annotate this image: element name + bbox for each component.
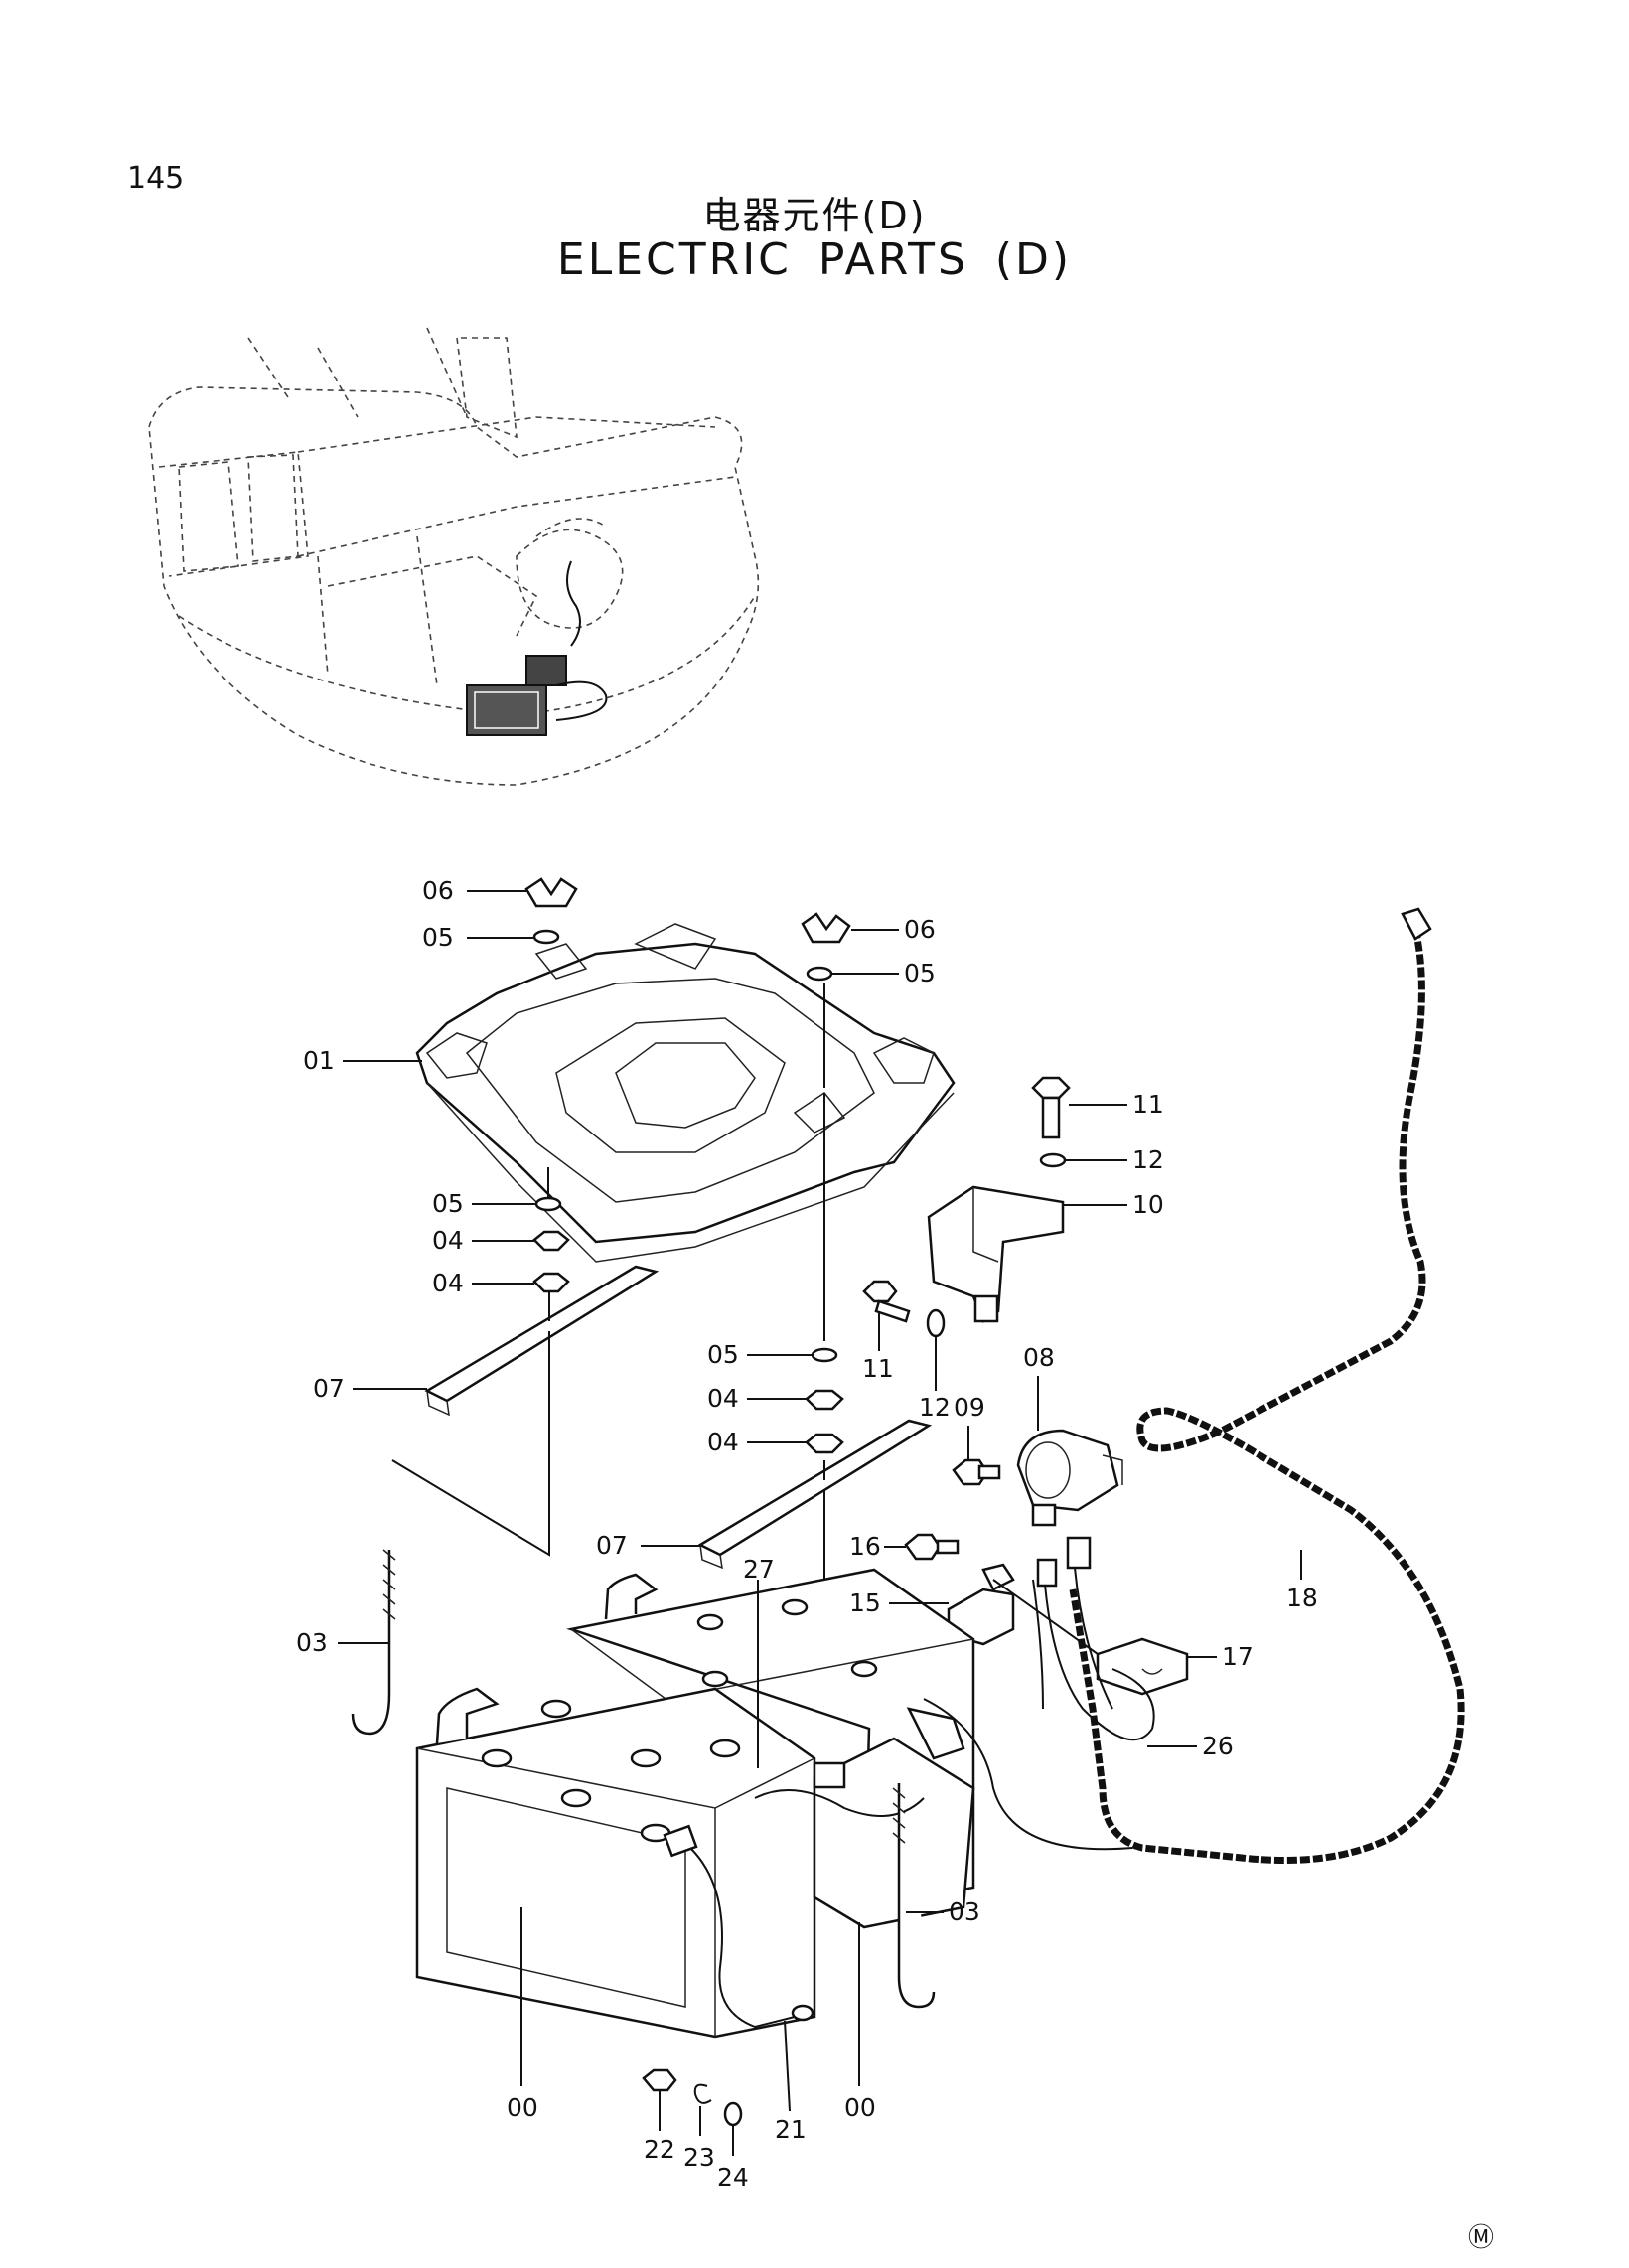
callout-07-left: 07	[313, 1374, 345, 1403]
callout-26: 26	[1202, 1732, 1234, 1760]
callout-04-left-b: 04	[432, 1269, 464, 1297]
title-english: ELECTRIC PARTS (D)	[556, 234, 1073, 285]
callout-05-right: 05	[707, 1340, 739, 1369]
callout-07-right: 07	[596, 1531, 628, 1560]
bolt-16	[904, 1533, 960, 1561]
callout-15: 15	[849, 1588, 881, 1617]
callout-04-right-a: 04	[707, 1384, 739, 1413]
callout-04-left-a: 04	[432, 1226, 464, 1255]
callout-22: 22	[644, 2135, 675, 2164]
callout-00-right: 00	[844, 2093, 876, 2122]
callout-16: 16	[849, 1532, 881, 1561]
callout-05-left: 05	[432, 1189, 464, 1218]
cable-26	[1032, 1567, 1155, 1741]
bolt-09	[952, 1458, 1001, 1486]
connector-b	[1036, 1558, 1058, 1588]
j-bolt-left	[351, 1549, 396, 1736]
wing-nut-right	[801, 912, 851, 944]
washer-05d	[811, 1347, 838, 1363]
callout-01: 01	[303, 1046, 335, 1075]
callout-03-right: 03	[949, 1897, 980, 1926]
callout-27: 27	[743, 1555, 775, 1584]
page-number: 145	[127, 161, 185, 196]
title-chinese: 电器元件(D)	[702, 194, 927, 237]
callout-23: 23	[683, 2143, 715, 2172]
snap-ring-23	[693, 2083, 712, 2104]
bolt-11-top	[1031, 1076, 1071, 1139]
hex-nut-04d	[805, 1433, 844, 1454]
bracket-10	[927, 1185, 1065, 1323]
callout-24: 24	[717, 2163, 749, 2192]
callout-09: 09	[954, 1393, 985, 1422]
battery-front	[415, 1687, 816, 2039]
corner-mark: Ⓜ	[1468, 2223, 1495, 2253]
terminal-cover-17	[1096, 1637, 1189, 1696]
hold-down-bar-right	[697, 1419, 933, 1570]
callout-11-lower: 11	[862, 1354, 894, 1383]
j-bolt-right	[892, 1783, 936, 2009]
callout-12-top: 12	[1132, 1145, 1164, 1174]
washer-12-lower	[926, 1308, 946, 1338]
callout-05-top-right: 05	[904, 959, 936, 987]
callout-03-left: 03	[296, 1628, 328, 1657]
callout-17: 17	[1222, 1642, 1254, 1671]
callout-21: 21	[775, 2115, 807, 2144]
hex-nut-04c	[805, 1389, 844, 1411]
cable-18	[1069, 907, 1465, 1864]
wing-nut-left	[524, 877, 578, 908]
callout-08: 08	[1023, 1343, 1055, 1372]
hold-down-bar-left	[424, 1265, 660, 1417]
callout-05-top-left: 05	[422, 923, 454, 952]
callout-00-left: 00	[507, 2093, 538, 2122]
excavator-overview	[148, 327, 760, 786]
washer-05a	[532, 929, 560, 945]
callout-12-lower: 12	[919, 1393, 951, 1422]
washer-05b	[806, 966, 833, 982]
callout-06-left: 06	[422, 876, 454, 905]
callout-10: 10	[1132, 1190, 1164, 1219]
washer-05c	[534, 1196, 562, 1212]
connector-a	[1066, 1536, 1092, 1570]
cable-21	[689, 1847, 814, 2029]
hex-nut-04a	[532, 1230, 570, 1252]
washer-12-top	[1039, 1152, 1067, 1168]
callout-18: 18	[1286, 1584, 1318, 1612]
leader-lines	[338, 890, 1302, 2156]
nut-22	[642, 2068, 677, 2092]
callout-04-right-b: 04	[707, 1428, 739, 1456]
washer-24	[723, 2101, 743, 2127]
bolt-11-lower	[862, 1280, 911, 1323]
hex-nut-04b	[532, 1272, 570, 1293]
battery-relay-08	[1016, 1429, 1123, 1527]
callout-06-right: 06	[904, 915, 936, 944]
callout-11-top: 11	[1132, 1090, 1164, 1119]
